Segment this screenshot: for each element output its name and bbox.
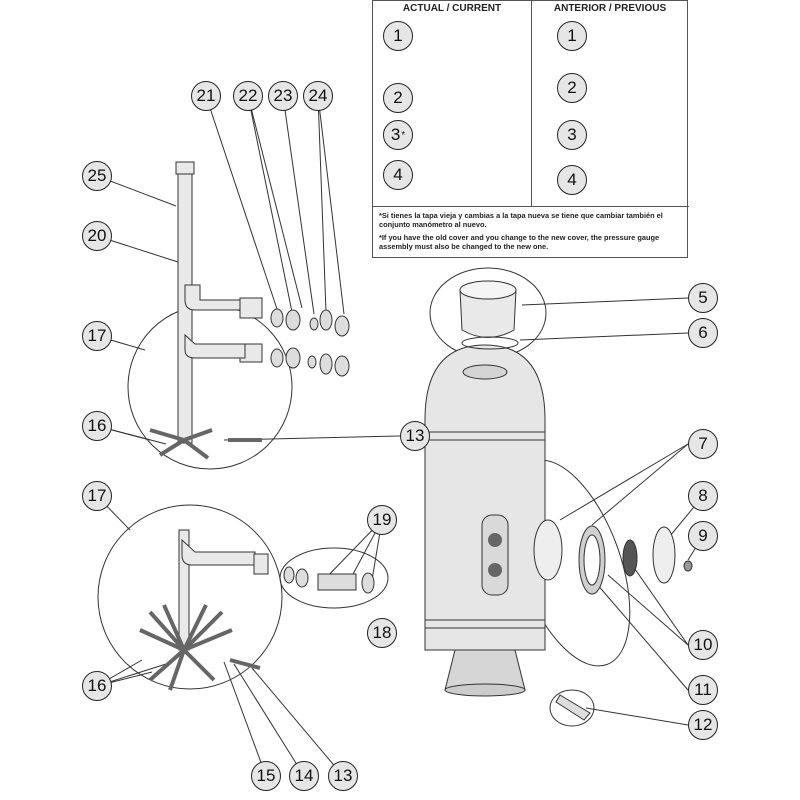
cover-comparison-panel: ACTUAL / CURRENT ANTERIOR / PREVIOUS *Si… [372,0,689,258]
callout-7: 7 [688,429,718,459]
tank-lid [459,280,519,350]
upper-lateral-assembly [149,161,350,460]
callout-previous-2: 2 [557,73,587,103]
note-english: *If you have the old cover and you chang… [379,233,660,251]
callout-11: 11 [688,675,718,705]
callout-5: 5 [688,283,718,313]
leader-lines [96,45,704,777]
callout-current-3: 3* [383,120,413,150]
callout-17-upper: 17 [82,321,112,351]
previous-heading: ANTERIOR / PREVIOUS [553,3,667,14]
current-heading: ACTUAL / CURRENT [402,3,502,14]
callout-20: 20 [82,221,112,251]
callout-24: 24 [303,81,333,111]
note-spanish: *Si tienes la tapa vieja y cambias a la … [379,211,663,229]
callout-12: 12 [688,710,718,740]
callout-current-1: 1 [383,21,413,51]
lower-lateral-assembly [139,529,375,691]
callout-19: 19 [367,505,397,535]
callout-8: 8 [688,481,718,511]
callout-16-upper: 16 [82,411,112,441]
callout-18: 18 [367,618,397,648]
panel-divider [531,1,532,206]
callout-21: 21 [191,81,221,111]
callout-23: 23 [268,81,298,111]
callout-15: 15 [251,761,281,791]
callout-10: 10 [688,630,718,660]
callout-16-lower: 16 [82,671,112,701]
callout-previous-4: 4 [557,165,587,195]
manhole-assembly [533,519,693,721]
callout-9: 9 [688,521,718,551]
callout-14: 14 [289,761,319,791]
callout-17-lower: 17 [82,481,112,511]
note-separator [373,206,689,207]
callout-25: 25 [82,161,112,191]
callout-previous-1: 1 [557,21,587,51]
callout-6: 6 [688,318,718,348]
callout-previous-3: 3 [557,120,587,150]
filter-tank [424,344,546,697]
callout-22: 22 [233,81,263,111]
callout-current-2: 2 [383,83,413,113]
callout-13-lower: 13 [328,761,358,791]
callout-13-upper: 13 [400,421,430,451]
callout-current-4: 4 [383,160,413,190]
